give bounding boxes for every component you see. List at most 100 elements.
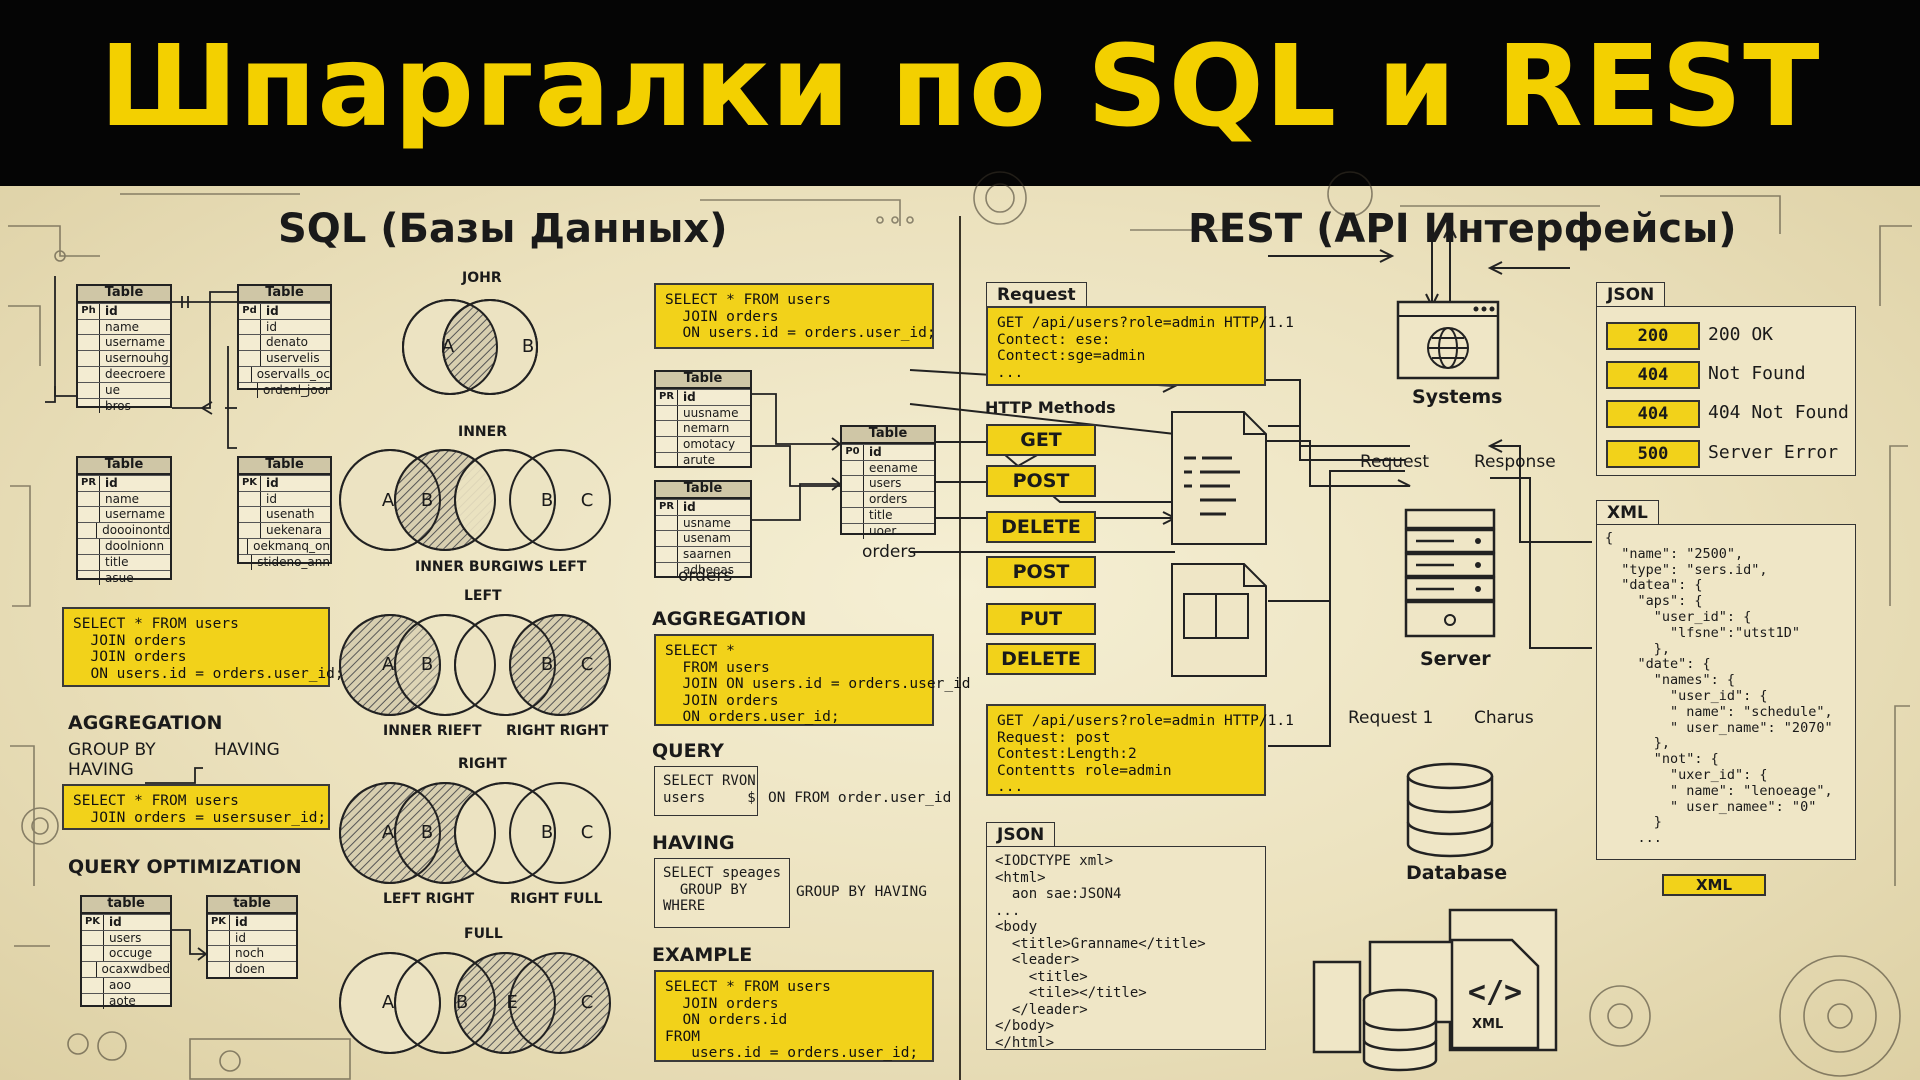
status-text-404: Not Found bbox=[1708, 363, 1806, 384]
query-optimization-heading: QUERY OPTIMIZATION bbox=[68, 856, 302, 878]
key-cell: P0 bbox=[842, 444, 864, 460]
column-cell: aoo bbox=[109, 977, 132, 992]
table-row: usname bbox=[656, 514, 750, 531]
venn-full-b: B bbox=[455, 992, 469, 1013]
status-code-404-2: 404 bbox=[1606, 400, 1700, 428]
title-banner: Шпаргалки по SQL и REST bbox=[0, 0, 1920, 186]
key-cell bbox=[239, 319, 261, 335]
key-cell: PR bbox=[656, 389, 678, 405]
having-label-2: HAVING bbox=[68, 760, 134, 780]
table-row: denato bbox=[239, 334, 330, 351]
column-cell: title bbox=[105, 554, 129, 569]
key-cell bbox=[842, 460, 864, 476]
table-row: oservalls_oc bbox=[239, 365, 330, 382]
venn-left-a: A bbox=[381, 654, 395, 675]
column-cell: doolnionn bbox=[105, 538, 165, 553]
table-row: deecroere bbox=[78, 365, 170, 382]
table-row: ordenl_joor bbox=[239, 381, 330, 398]
table-row: occuge bbox=[82, 945, 170, 962]
column-cell: id bbox=[235, 930, 246, 945]
venn-inner-b2: B bbox=[540, 490, 554, 511]
key-cell bbox=[239, 351, 261, 366]
query-side: ON FROM order.user_id bbox=[768, 790, 952, 806]
charus-arrow-label: Charus bbox=[1474, 708, 1534, 728]
group-by-label: GROUP BY bbox=[68, 740, 156, 760]
query-code: SELECT RVON users $ bbox=[654, 766, 758, 816]
method-get: GET bbox=[986, 424, 1096, 456]
key-cell bbox=[78, 538, 100, 554]
column-cell: deecroere bbox=[105, 366, 166, 381]
key-cell bbox=[82, 946, 104, 962]
table-row: uekenara bbox=[239, 522, 330, 538]
key-cell: PK bbox=[208, 914, 230, 930]
key-cell bbox=[656, 562, 678, 578]
dev-tools-illustration: </> bbox=[1312, 908, 1558, 1072]
key-cell bbox=[78, 319, 100, 335]
column-cell: occuge bbox=[109, 946, 153, 961]
rest-heading: REST (API Интерфейсы) bbox=[1188, 206, 1737, 252]
table-row: doolnionn bbox=[78, 537, 170, 554]
aggregation-code-2: SELECT * FROM users JOIN ON users.id = o… bbox=[654, 634, 971, 726]
status-code-404: 404 bbox=[1606, 361, 1700, 389]
table-row: ocaxwdbed bbox=[82, 961, 170, 977]
json-doc-code: <IODCTYPE xml> <html> aon sae:JSON4 ... … bbox=[986, 846, 1266, 1051]
key-cell bbox=[82, 962, 97, 977]
request-arrow-label: Request bbox=[1360, 452, 1430, 472]
key-cell bbox=[82, 930, 104, 946]
column-cell: id bbox=[266, 303, 279, 318]
column-cell: asue bbox=[105, 570, 134, 585]
table-row: id bbox=[239, 490, 330, 507]
browser-globe-icon bbox=[1396, 300, 1500, 380]
table-row: id bbox=[208, 929, 296, 946]
table-row: omotacy bbox=[656, 436, 750, 452]
column-cell: uusname bbox=[683, 405, 739, 420]
venn-diagrams bbox=[339, 299, 611, 1054]
table-title: table bbox=[82, 896, 170, 914]
table-row: stideno_ann bbox=[239, 553, 330, 570]
column-cell: noch bbox=[235, 946, 265, 961]
key-cell bbox=[208, 946, 230, 962]
key-cell bbox=[78, 351, 100, 366]
xml-tab: XML bbox=[1596, 500, 1659, 526]
column-cell: name bbox=[105, 491, 140, 506]
column-cell: oekmanq_on bbox=[253, 538, 330, 553]
table-row: users bbox=[842, 475, 934, 492]
svg-text:</>: </> bbox=[1468, 975, 1522, 1010]
request-code-2: GET /api/users?role=admin HTTP/1.1 Reque… bbox=[986, 704, 1294, 796]
key-cell bbox=[82, 977, 104, 993]
column-cell: id bbox=[683, 389, 696, 404]
table-row: bros bbox=[78, 397, 170, 414]
column-cell: username bbox=[105, 507, 165, 522]
key-cell bbox=[842, 523, 864, 539]
table-title: Table bbox=[656, 371, 750, 389]
query-heading: QUERY bbox=[652, 740, 724, 762]
table-title: Table bbox=[239, 457, 330, 475]
column-cell: nemarn bbox=[683, 421, 730, 436]
venn-inner-title: INNER bbox=[458, 424, 507, 440]
page-title: Шпаргалки по SQL и REST bbox=[99, 22, 1821, 152]
method-post-2: POST bbox=[986, 556, 1096, 588]
column-cell: id bbox=[266, 319, 277, 334]
having-code: SELECT speages GROUP BY WHERE bbox=[654, 858, 790, 928]
column-cell: ocaxwdbed bbox=[101, 962, 170, 977]
table-row: usenath bbox=[239, 506, 330, 523]
key-cell bbox=[656, 515, 678, 531]
status-code-500: 500 bbox=[1606, 440, 1700, 468]
table-row: aote bbox=[82, 992, 170, 1009]
venn-left-caption-1: INNER RIEFT bbox=[383, 723, 482, 739]
column-cell: title bbox=[869, 507, 893, 522]
venn-inner-c: C bbox=[580, 490, 594, 511]
table-row: usernouhg bbox=[78, 350, 170, 366]
column-cell: usenath bbox=[266, 507, 315, 522]
key-cell: Ph bbox=[78, 303, 100, 319]
table-row: orders bbox=[842, 491, 934, 507]
sql-join-code-2: SELECT * FROM users JOIN orders ON users… bbox=[654, 283, 936, 349]
venn-right-caption-1: LEFT RIGHT bbox=[383, 891, 475, 907]
table-row: uservelis bbox=[239, 350, 330, 366]
venn-left-b2: B bbox=[540, 654, 554, 675]
